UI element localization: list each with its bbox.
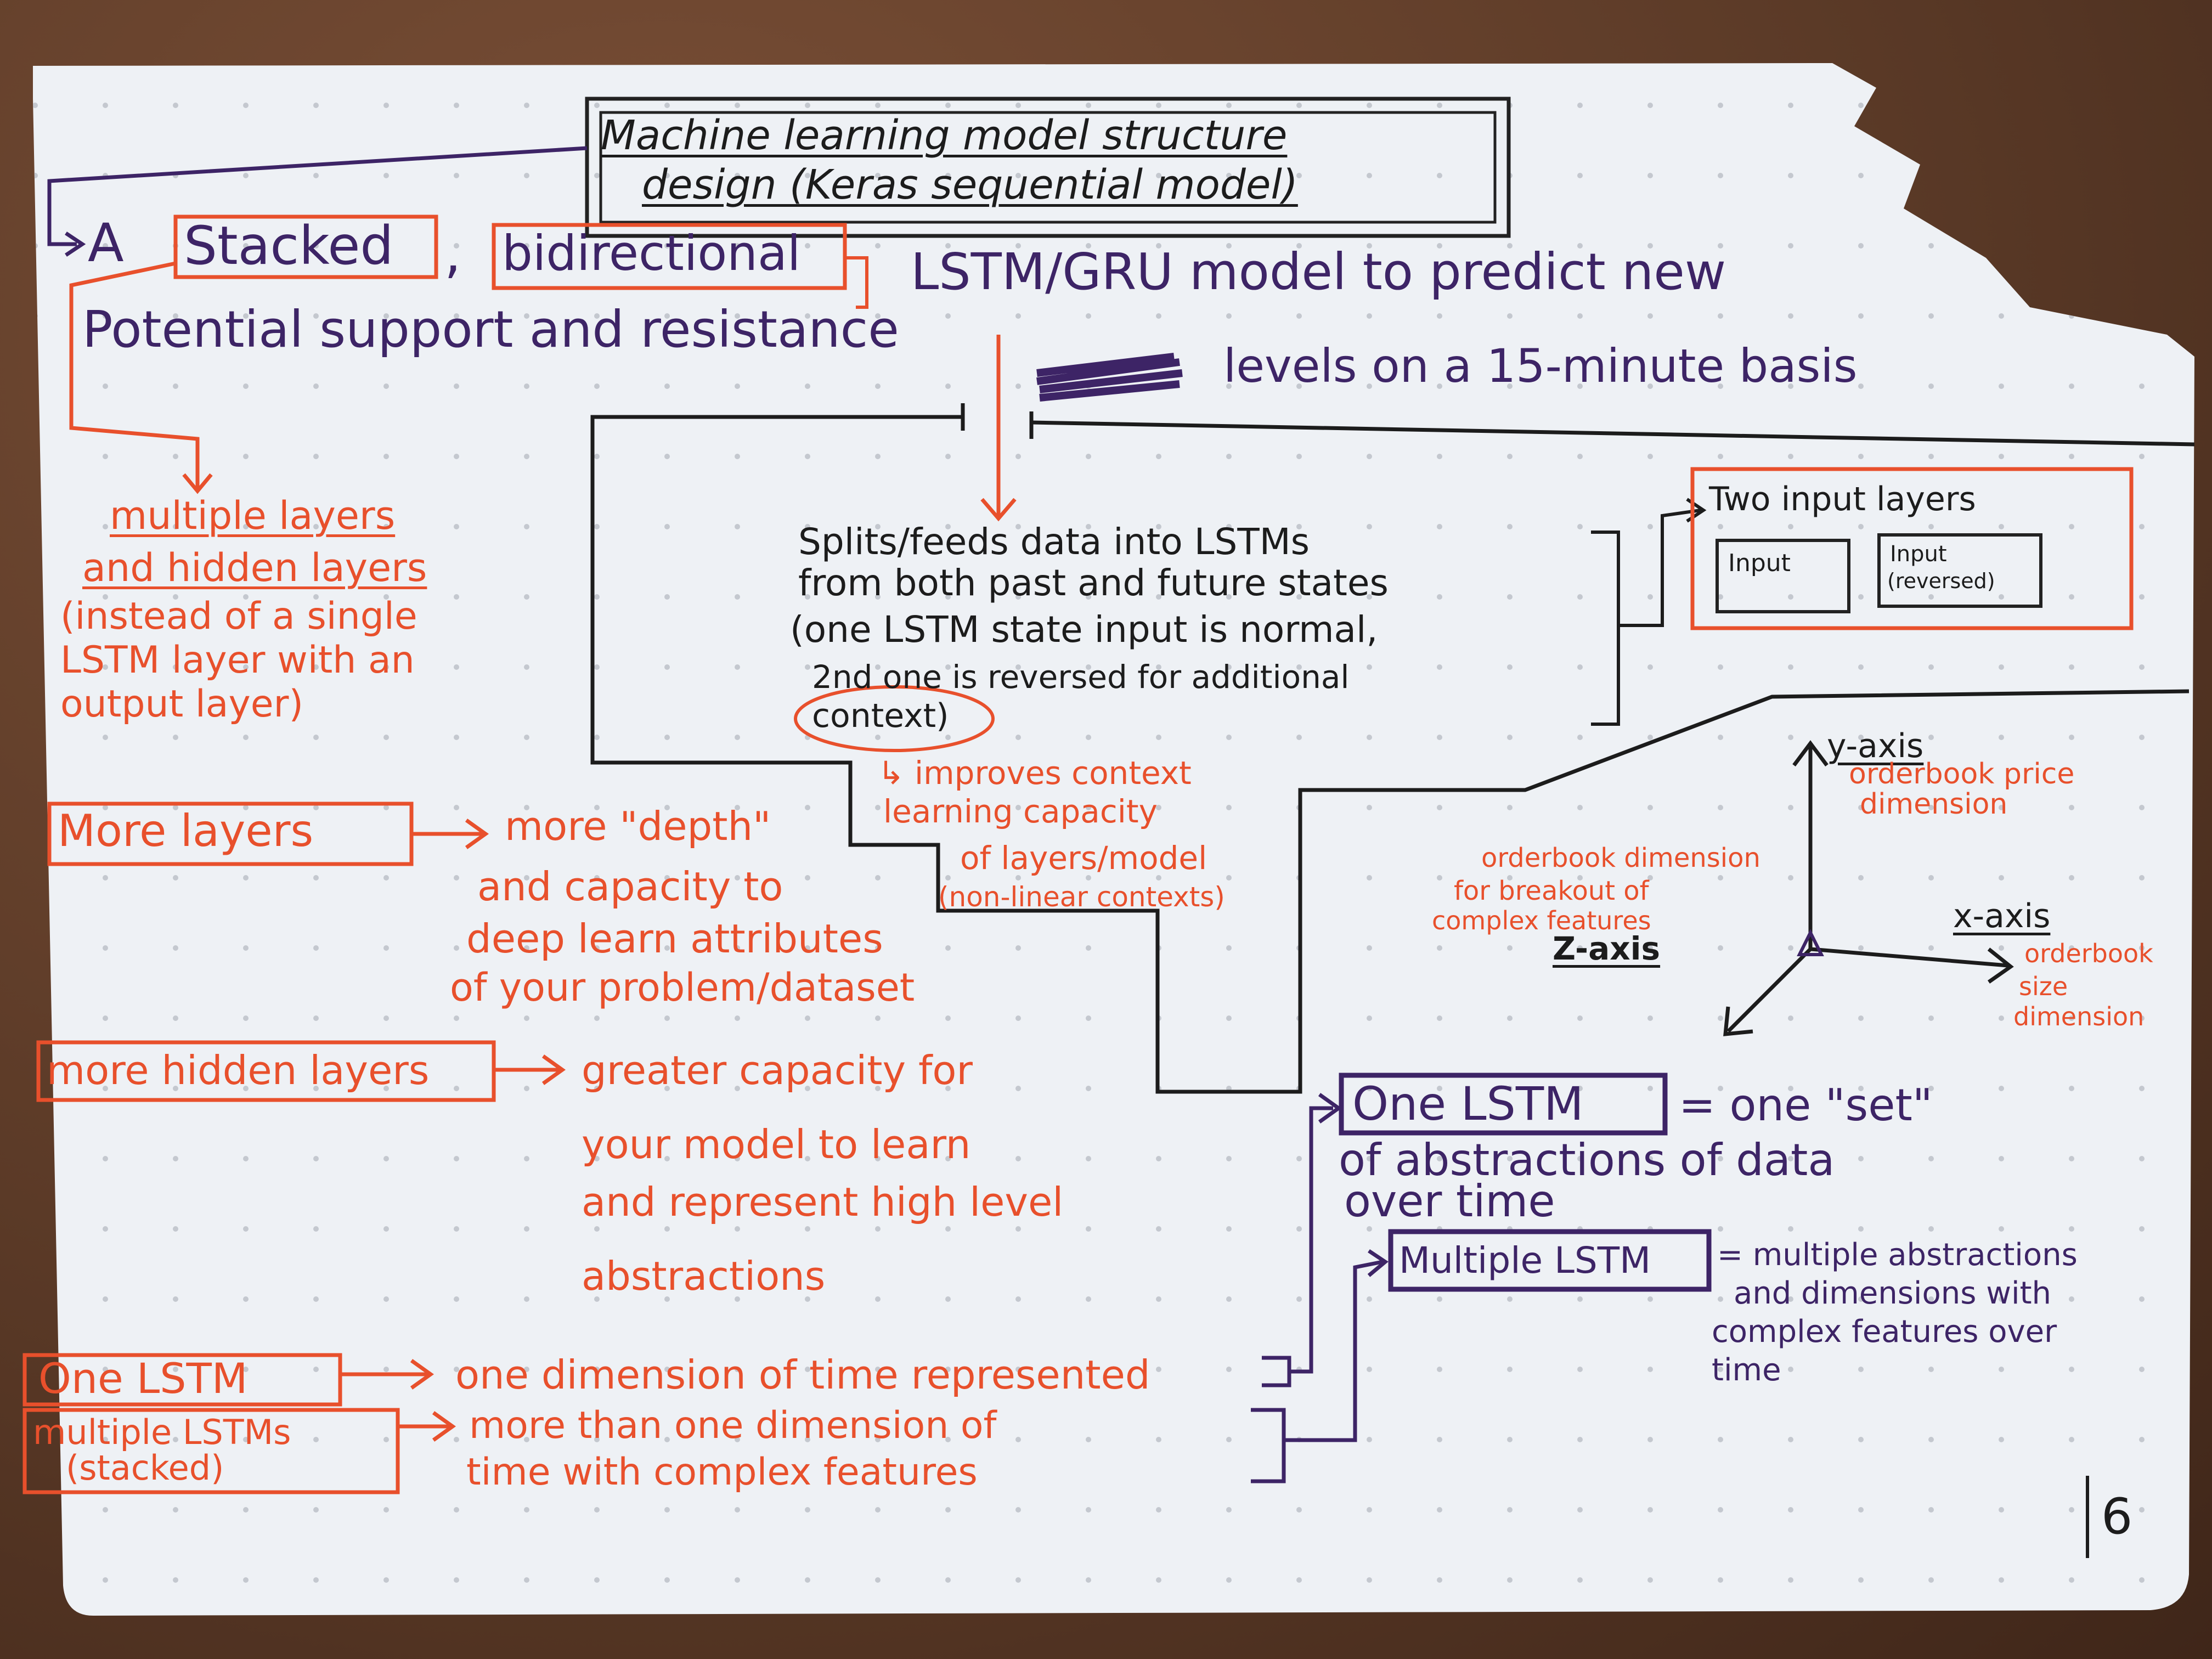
multiple-lstm-right-desc-3: complex features over [1712,1314,2057,1350]
headline-stacked: Stacked [184,215,394,276]
more-layers-label: More layers [58,805,314,856]
one-lstm-right-desc-1: = one "set" [1679,1080,1933,1131]
one-lstm-left-desc: one dimension of time represented [455,1352,1150,1398]
stacked-box [173,215,438,279]
headline-rest-1: LSTM/GRU model to predict new [911,242,1726,301]
one-lstm-right-desc-2: of abstractions of data [1339,1135,1835,1186]
multiple-lstm-right-desc-1: = multiple abstractions [1717,1237,2078,1273]
input-layers-title: Two input layers [1709,480,1976,518]
input-reversed-box [1877,533,2042,608]
input-layers-box [1690,467,2134,630]
one-lstm-left-label: One LSTM [38,1354,248,1403]
page-number: 6 [2101,1488,2133,1545]
x-axis-desc-1: orderbook [2024,939,2153,968]
splits-line-4: 2nd one is reversed for additional [812,658,1350,696]
more-layers-desc-3: deep learn attributes [466,916,883,962]
multiple-lstm-right-desc-4: time [1712,1352,1781,1388]
more-hidden-desc-2: your model to learn [582,1121,971,1167]
multiple-lstms-left-label-1: multiple LSTMs [33,1412,291,1452]
input-label: Input [1728,549,1791,577]
z-axis-line [1726,947,1812,1033]
one-lstm-right-label: One LSTM [1352,1077,1584,1131]
headline-prefix: A [88,212,124,274]
input-reversed-label-1: Input [1890,541,1947,567]
more-hidden-desc-1: greater capacity for [582,1047,973,1093]
x-axis-desc-2: size [2019,972,2068,1001]
multiple-layers-body-2: LSTM layer with an [60,639,415,682]
y-axis-desc-2: dimension [1860,788,2008,821]
improves-line-1: ↳ improves context [878,754,1192,792]
improves-line-4: (non-linear contexts) [938,881,1225,913]
multiple-lstms-left-box [22,1408,400,1494]
title-inner-box [599,111,1497,224]
more-hidden-layers-label: more hidden layers [47,1047,430,1093]
improves-line-2: learning capacity [883,793,1158,830]
z-axis-desc-2: for breakout of [1454,876,1649,906]
splits-line-3: (one LSTM state input is normal, [790,608,1378,651]
multiple-lstm-right-label: Multiple LSTM [1399,1239,1651,1282]
multiple-lstms-left-label-2: (stacked) [66,1448,224,1488]
headline-line-2a: Potential support and resistance [82,300,899,359]
z-axis-desc-1: orderbook dimension [1481,843,1760,873]
input-box [1716,539,1850,613]
title-line-2: design (Keras sequential model) [642,161,1298,208]
z-axis-desc-3: complex features [1432,906,1651,935]
more-hidden-desc-3: and represent high level [582,1179,1064,1225]
one-lstm-left-box [22,1353,342,1407]
headline-bidirectional: bidirectional [502,225,801,281]
x-axis-title: x-axis [1953,897,2051,935]
multiple-lstms-left-desc-2: time with complex features [466,1451,978,1494]
splits-line-1: Splits/feeds data into LSTMs [798,521,1310,563]
multiple-layers-body-3: output layer) [60,682,304,726]
z-axis-title: Z-axis [1553,930,1661,967]
input-reversed-label-2: (reversed) [1887,569,1995,593]
more-layers-desc-2: and capacity to [477,864,783,910]
headline-comma: , [444,223,461,285]
more-layers-desc-1: more "depth" [505,803,771,849]
multiple-lstm-right-box [1388,1229,1712,1292]
context-circle [794,685,995,752]
y-axis-title: y-axis [1827,727,1924,765]
headline-line-2b: levels on a 15-minute basis [1223,339,1858,393]
more-hidden-desc-4: abstractions [582,1253,826,1299]
x-axis-desc-3: dimension [2013,1002,2145,1031]
bidirectional-outline [590,415,2190,1094]
title-outer-box [585,97,1511,238]
multiple-lstm-right-desc-2: and dimensions with [1734,1276,2052,1311]
splits-line-2: from both past and future states [798,562,1389,604]
multiple-layers-body-1: (instead of a single [60,595,417,638]
one-lstm-right-desc-3: over time [1344,1176,1555,1227]
x-axis-line [1810,947,2008,968]
splits-context: context) [812,697,949,735]
more-layers-desc-4: of your problem/dataset [450,965,915,1010]
title-line-1: Machine learning model structure [601,112,1288,159]
improves-line-3: of layers/model [960,839,1207,877]
multiple-lstms-left-desc-1: more than one dimension of [469,1404,997,1447]
multiple-layers-heading-1: multiple layers [110,493,396,538]
y-axis-desc-1: orderbook price [1849,758,2075,791]
one-lstm-right-box [1339,1073,1668,1136]
multiple-layers-heading-2: and hidden layers [82,545,427,590]
